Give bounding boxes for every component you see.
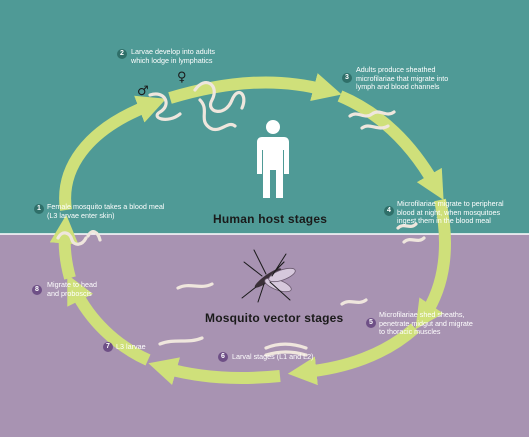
step-5-label: Microfilariae shed sheaths, penetrate mi… [379,310,473,337]
step-3-label: Adults produce sheathed microfilariae th… [356,65,449,92]
microfilaria [348,110,396,118]
mosquito-stage-title: Mosquito vector stages [205,311,344,325]
step-6-label: Larval stages (L1 and L2) [232,352,314,361]
adult-worm-female [198,98,237,131]
cycle-arrow [59,95,167,211]
step-5-number: 5 [366,318,376,328]
step-2-label: Larvae develop into adults which lodge i… [131,47,215,65]
cycle-arrow [415,198,451,330]
cycle-arrow [168,73,342,104]
larva-l1-l2 [264,342,308,350]
step-7-label: L3 larvae [116,342,146,351]
cycle-arrows [49,73,451,386]
cycle-arrow [337,90,444,201]
larva-skin-worm [86,230,102,242]
step-2-number: 2 [117,49,127,59]
cycle-arrow [67,274,151,366]
step-8-number: 8 [32,285,42,295]
step-7-number: 7 [103,342,113,352]
step-4-number: 4 [384,206,394,216]
step-1-number: 1 [34,204,44,214]
microfilaria [360,124,390,130]
step-6-number: 6 [218,352,228,362]
adult-worm-female [193,81,246,113]
larva-skin-worm [56,231,88,246]
larva-l1-l2 [264,350,308,357]
cycle-arrow [287,323,420,386]
parasite-drawings [56,81,426,357]
step-1-label: Female mosquito takes a blood meal (L3 l… [47,202,165,220]
mosquito-icon [241,249,296,303]
larva-proboscis [176,282,214,290]
cycle-arrow [148,357,281,386]
cycle-arrow [49,214,79,280]
human-figure-icon [257,120,289,198]
microfilaria-peripheral [396,222,418,230]
step-8-label: Migrate to head and proboscis [47,280,97,298]
human-stage-title: Human host stages [213,212,328,226]
microfilaria-peripheral [402,236,426,244]
step-4-label: Microfilariae migrate to peripheral bloo… [397,199,504,226]
female-symbol: ♀ [177,70,187,85]
larva-l3 [158,336,204,346]
male-symbol: ♂ [137,84,149,99]
step-3-number: 3 [342,73,352,83]
microfilaria-midgut [340,298,368,306]
adult-worm-male [148,92,182,121]
